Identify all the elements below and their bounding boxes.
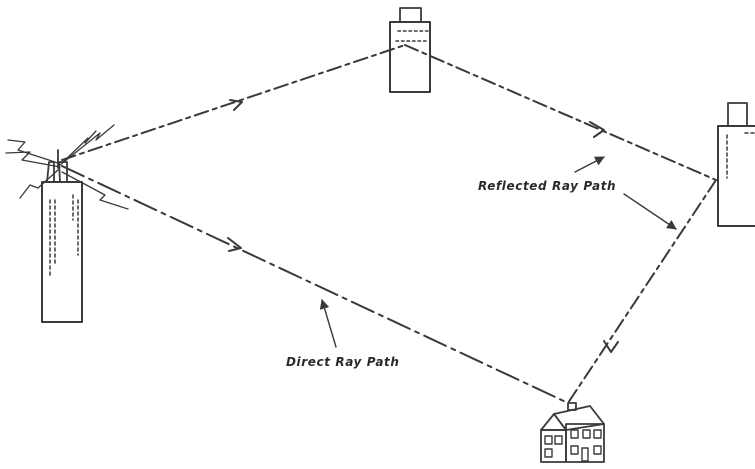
arrow-reflected-to-house-icon — [603, 340, 619, 353]
transmitting-tower — [41, 149, 83, 323]
direct-label-pointer — [319, 299, 337, 348]
direction-arrows — [227, 99, 619, 353]
arrow-reflected-down-icon — [589, 121, 605, 138]
receiving-house — [540, 402, 605, 463]
reflected-label-pointer-right — [623, 193, 677, 230]
radio-signal-icon — [5, 124, 129, 210]
label-pointers — [319, 156, 677, 348]
reflecting-building-top — [389, 7, 431, 93]
reflected-ray-path — [61, 44, 717, 404]
arrow-direct-icon — [227, 237, 242, 252]
reflecting-building-right — [717, 102, 755, 227]
direct-ray-path — [61, 165, 569, 404]
arrow-reflected-up-icon — [229, 99, 243, 111]
direct-ray-path-label: Direct Ray Path — [286, 355, 400, 369]
reflected-label-pointer-up — [574, 156, 605, 173]
reflected-ray-path-label: Reflected Ray Path — [478, 179, 617, 193]
